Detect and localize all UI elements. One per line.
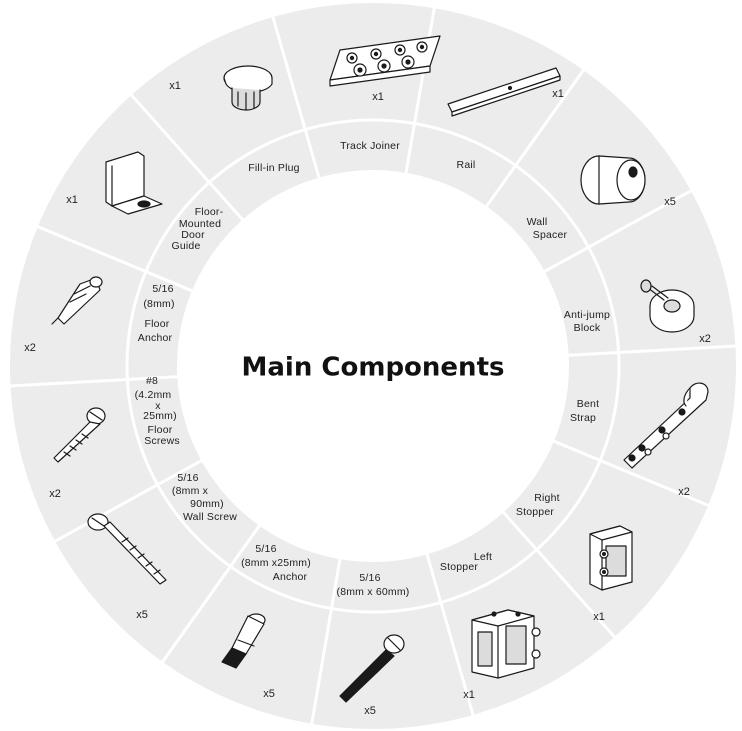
anchor-icon (221, 613, 266, 669)
rail-icon (447, 67, 561, 117)
floor-anchor-icon (51, 276, 103, 325)
segment-label-floor-anchor: 5/16 (8mm) Floor Anchor (138, 283, 175, 344)
label-line: Anchor (273, 571, 308, 583)
segment-label-anti-jump-block: Anti-jump Block (564, 309, 610, 334)
qty-bent-strap: x2 (678, 486, 690, 498)
label-line: 25mm) (143, 410, 177, 422)
label-line: Guide (171, 240, 200, 252)
label-line: Floor (148, 424, 173, 436)
qty-anti-jump-block: x2 (699, 333, 711, 345)
left-stopper-icon (471, 609, 541, 679)
label-line: Screws (144, 435, 180, 447)
label-line: Rail (457, 159, 476, 171)
segment-divider (547, 437, 712, 508)
qty-floor-door-guide: x1 (66, 194, 78, 206)
segment-divider (562, 344, 739, 358)
segment-label-left-stopper: Left Stopper (440, 551, 492, 573)
label-line: x (155, 400, 161, 412)
segment-label-track-joiner: Track Joiner (340, 140, 400, 152)
qty-track-joiner: x1 (372, 91, 384, 103)
segment-divider (159, 519, 265, 666)
label-line: (8mm) (143, 298, 174, 310)
segment-divider (498, 506, 618, 641)
segment-divider (7, 374, 184, 388)
wall-screw-icon (87, 513, 167, 585)
label-line: Spacer (533, 229, 568, 241)
label-line: (4.2mm (135, 389, 172, 401)
label-line: 90mm) (190, 498, 224, 510)
label-line: Bent (577, 398, 599, 410)
segment-divider (481, 66, 587, 213)
segment-label-wall-screw: 5/16 (8mm x 90mm) Wall Screw (172, 472, 237, 523)
label-line: Mounted (179, 218, 221, 230)
track-joiner-icon (329, 35, 441, 87)
segment-label-right-stopper: Right Stopper (516, 492, 560, 518)
qty-floor-anchor: x2 (24, 342, 36, 354)
segment-divider (51, 456, 208, 544)
label-line: Fill-in Plug (248, 162, 299, 174)
diagram-title: Main Components (242, 353, 505, 383)
fill-in-plug-icon (223, 65, 273, 111)
label-line: Left (474, 551, 492, 563)
segment-label-bolt: 5/16 (8mm x 60mm) (337, 572, 410, 598)
qty-rail: x1 (552, 88, 564, 100)
label-line: Anchor (138, 332, 173, 344)
segment-label-rail: Rail (457, 159, 476, 171)
segment-label-floor-door-guide: Floor- Mounted Door Guide (171, 206, 223, 252)
label-line: Wall Screw (183, 511, 237, 523)
bolt-icon (339, 634, 405, 703)
label-line: (8mm x 60mm) (337, 586, 410, 598)
right-stopper-icon (589, 525, 633, 591)
segment-divider (309, 553, 343, 728)
segment-label-bent-strap: Bent Strap (570, 398, 599, 424)
label-line: Door (181, 229, 205, 241)
label-line: 5/16 (177, 472, 198, 484)
segment-divider (270, 13, 323, 184)
segment-dividers (7, 4, 739, 728)
anti-jump-block-icon (640, 279, 695, 333)
label-line: Wall (527, 216, 548, 228)
label-line: #8 (146, 375, 158, 387)
segment-label-anchor: 5/16 (8mm x25mm) Anchor (241, 543, 311, 583)
segment-label-wall-spacer: Wall Spacer (527, 216, 568, 241)
label-line: (8mm x (172, 485, 209, 497)
center-disc (177, 170, 569, 562)
label-line: Stopper (440, 561, 478, 573)
label-line: 5/16 (152, 283, 173, 295)
qty-anchor: x5 (263, 688, 275, 700)
label-line: Floor (145, 318, 170, 330)
segment-label-floor-screws: #8 (4.2mm x 25mm) Floor Screws (135, 375, 180, 447)
segment-divider (538, 188, 695, 276)
qty-bolt: x5 (364, 705, 376, 717)
label-line: Block (574, 322, 601, 334)
floor-screw-icon (53, 407, 106, 463)
qty-wall-screw: x5 (136, 609, 148, 621)
label-line: Strap (570, 412, 596, 424)
label-line: Anti-jump (564, 309, 610, 321)
qty-left-stopper: x1 (463, 689, 475, 701)
segment-label-fill-in-plug: Fill-in Plug (248, 162, 299, 174)
wall-spacer-icon (580, 155, 646, 205)
qty-right-stopper: x1 (593, 611, 605, 623)
qty-wall-spacer: x5 (664, 196, 676, 208)
segment-divider (128, 91, 248, 226)
segment-divider (34, 224, 199, 295)
segment-divider (423, 548, 476, 719)
label-line: Floor- (195, 206, 224, 218)
segment-divider (403, 4, 437, 179)
label-line: Right (534, 492, 560, 504)
label-line: Stopper (516, 506, 554, 518)
label-line: 5/16 (255, 543, 276, 555)
floor-door-guide-icon (105, 151, 163, 215)
label-line: (8mm x25mm) (241, 557, 311, 569)
qty-floor-screws: x2 (49, 488, 61, 500)
label-ring-border (125, 118, 621, 614)
bent-strap-icon (623, 382, 709, 469)
label-line: 5/16 (359, 572, 380, 584)
qty-fill-in-plug: x1 (169, 80, 181, 92)
label-line: Track Joiner (340, 140, 400, 152)
